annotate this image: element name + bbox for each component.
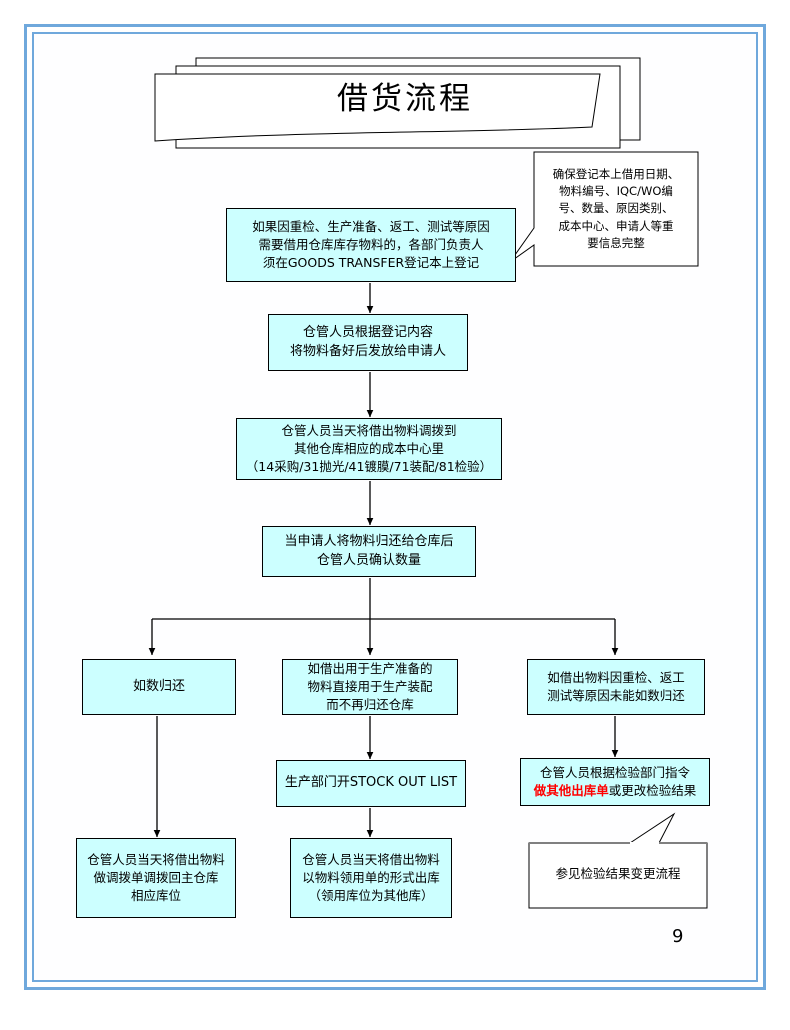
inspection-instruction-text: 仓管人员根据检验部门指令 做其他出库单或更改检验结果 (534, 764, 697, 800)
node-left-final[interactable]: 仓管人员当天将借出物料 做调拨单调拨回主仓库 相应库位 (76, 838, 236, 918)
title-banner-shape (154, 57, 641, 149)
note-bottom-right: 参见检验结果变更流程 (555, 865, 681, 881)
node-inspection-instruction[interactable]: 仓管人员根据检验部门指令 做其他出库单或更改检验结果 (520, 758, 710, 806)
note-top-right: 确保登记本上借用日期、 物料编号、IQC/WO编 号、数量、原因类别、 成本中心… (552, 166, 680, 250)
page-frame-outer (24, 24, 766, 990)
connector-group-columns (153, 716, 619, 838)
node-branch-middle[interactable]: 如借出用于生产准备的 物料直接用于生产装配 而不再归还仓库 (282, 659, 458, 715)
node-step1[interactable]: 如果因重检、生产准备、返工、测试等原因 需要借用仓库库存物料的，各部门负责人 须… (226, 208, 516, 282)
inspection-instruction-line1: 仓管人员根据检验部门指令 (539, 765, 690, 781)
node-step2[interactable]: 仓管人员根据登记内容 将物料备好后发放给申请人 (268, 314, 468, 371)
node-branch-left[interactable]: 如数归还 (82, 659, 236, 715)
node-middle-final[interactable]: 仓管人员当天将借出物料 以物料领用单的形式出库 （领用库位为其他库） (290, 838, 452, 918)
inspection-instruction-highlight: 做其他出库单 (533, 783, 609, 798)
node-branch-right[interactable]: 如借出物料因重检、返工 测试等原因未能如数归还 (527, 659, 705, 715)
note-callout-top-right-shape (509, 151, 699, 267)
page-title: 借货流程 (337, 80, 473, 117)
inspection-instruction-suffix: 或更改检验结果 (608, 783, 697, 798)
page-number: 9 (672, 926, 684, 947)
node-step4[interactable]: 当申请人将物料归还给仓库后 仓管人员确认数量 (262, 526, 476, 577)
node-stock-out-list[interactable]: 生产部门开STOCK OUT LIST (276, 760, 466, 807)
connector-group-split (148, 618, 619, 656)
note-callout-bottom-right-shape (528, 812, 708, 909)
node-step3[interactable]: 仓管人员当天将借出物料调拨到 其他仓库相应的成本中心里 （14采购/31抛光/4… (236, 418, 502, 480)
